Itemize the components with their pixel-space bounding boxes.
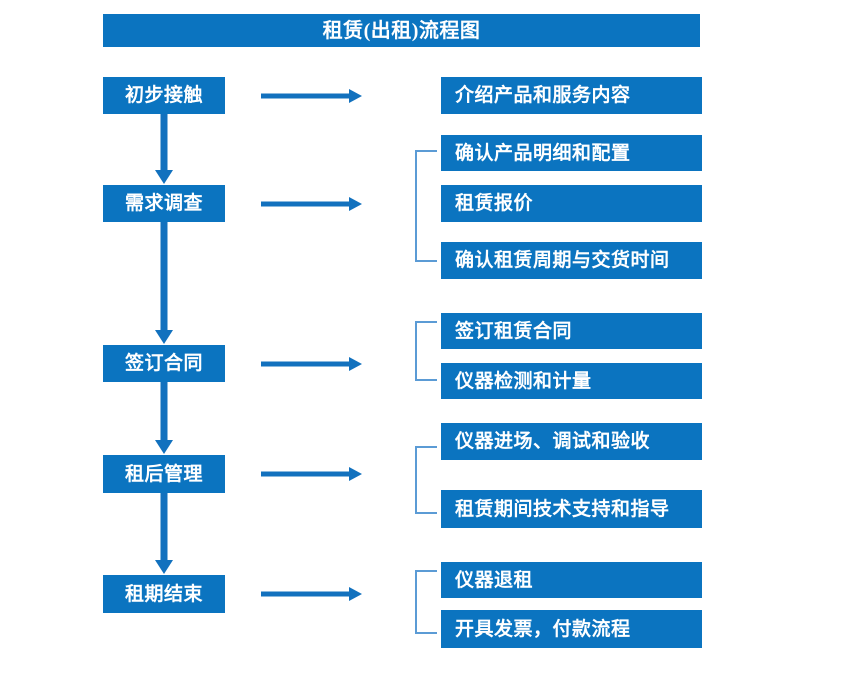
horizontal-arrow-stage-3	[261, 357, 362, 371]
stage-box-5[interactable]: 租期结束	[103, 575, 225, 613]
group-bracket-stage-3	[415, 321, 437, 381]
detail-box-7[interactable]: 仪器进场、调试和验收	[441, 423, 702, 460]
horizontal-arrow-stage-4	[261, 467, 362, 481]
diagram-title: 租赁(出租)流程图	[103, 14, 700, 47]
horizontal-arrow-stage-5	[261, 587, 362, 601]
stage-box-3[interactable]: 签订合同	[103, 345, 225, 382]
detail-box-4[interactable]: 确认租赁周期与交货时间	[441, 242, 702, 279]
group-bracket-stage-4	[415, 446, 437, 514]
vertical-arrow-4-to-5	[155, 493, 173, 574]
vertical-arrow-3-to-4	[155, 382, 173, 454]
detail-box-5[interactable]: 签订租赁合同	[441, 313, 702, 349]
horizontal-arrow-stage-1	[261, 89, 362, 103]
detail-box-2[interactable]: 确认产品明细和配置	[441, 135, 702, 171]
vertical-arrow-1-to-2	[155, 114, 173, 184]
vertical-arrow-2-to-3	[155, 222, 173, 344]
detail-box-9[interactable]: 仪器退租	[441, 562, 702, 598]
detail-box-10[interactable]: 开具发票，付款流程	[441, 610, 702, 648]
stage-box-2[interactable]: 需求调查	[103, 185, 225, 222]
detail-box-1[interactable]: 介绍产品和服务内容	[441, 77, 702, 114]
detail-box-8[interactable]: 租赁期间技术支持和指导	[441, 490, 702, 528]
stage-box-1[interactable]: 初步接触	[103, 77, 225, 114]
horizontal-arrow-stage-2	[261, 197, 362, 211]
detail-box-3[interactable]: 租赁报价	[441, 185, 702, 222]
stage-box-4[interactable]: 租后管理	[103, 455, 225, 493]
detail-box-6[interactable]: 仪器检测和计量	[441, 363, 702, 399]
group-bracket-stage-2	[415, 150, 437, 262]
group-bracket-stage-5	[415, 570, 437, 634]
